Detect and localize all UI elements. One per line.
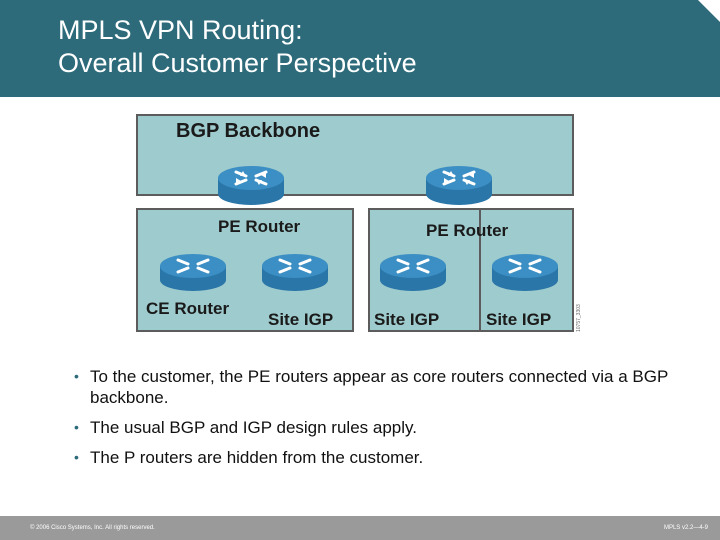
right-pe-label: PE Router [426,221,509,240]
figure-code: 10757_3303 [576,304,582,332]
title-line-1: MPLS VPN Routing: [58,15,303,45]
copyright-text: © 2006 Cisco Systems, Inc. All rights re… [30,525,155,531]
site-router-3-icon [492,254,558,291]
site-igp-label-3: Site IGP [486,310,552,329]
bullet-item-1: • To the customer, the PE routers appear… [74,366,674,408]
network-diagram: BGP Backbone PE Router PE Router CE Rout… [136,114,586,334]
page-number: MPLS v2.2—4-9 [663,525,708,531]
bullet-text-1: To the customer, the PE routers appear a… [90,367,668,407]
site-router-2-icon [380,254,446,291]
right-site-divider [479,208,481,332]
pe-router-left-icon [218,166,284,205]
site-igp-label-2: Site IGP [374,310,440,329]
bullet-dot-icon: • [74,368,79,384]
bullet-text-2: The usual BGP and IGP design rules apply… [90,418,417,437]
bgp-backbone-label: BGP Backbone [176,120,321,142]
bullet-text-3: The P routers are hidden from the custom… [90,448,424,467]
slide-title: MPLS VPN Routing: Overall Customer Persp… [58,14,417,80]
footer-bar: © 2006 Cisco Systems, Inc. All rights re… [0,516,720,540]
title-bar: MPLS VPN Routing: Overall Customer Persp… [0,0,720,97]
bullet-list: • To the customer, the PE routers appear… [74,366,674,477]
bullet-dot-icon: • [74,419,79,435]
bgp-backbone-box [136,114,574,196]
title-line-2: Overall Customer Perspective [58,48,417,78]
site-router-1-icon [262,254,328,291]
corner-notch [698,0,720,22]
ce-router-icon [160,254,226,291]
bullet-item-2: • The usual BGP and IGP design rules app… [74,417,674,438]
bullet-dot-icon: • [74,449,79,465]
left-pe-label: PE Router [218,217,301,236]
ce-router-label: CE Router [146,299,230,318]
pe-router-right-icon [426,166,492,205]
bullet-item-3: • The P routers are hidden from the cust… [74,447,674,468]
site-igp-label-1: Site IGP [268,310,334,329]
